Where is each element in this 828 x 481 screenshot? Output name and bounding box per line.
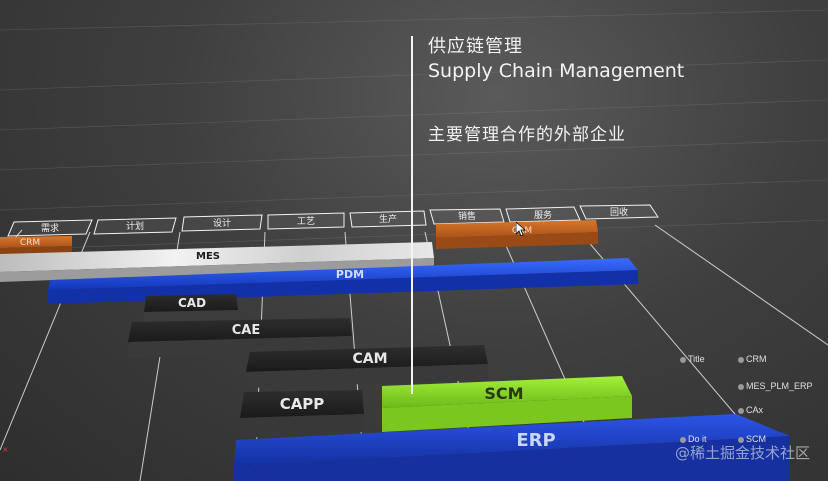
legend-dot-icon [680,356,686,363]
bar-pdm-label: PDM [336,268,364,281]
stage-label: 计划 [126,220,144,232]
bar-capp-label: CAPP [280,395,325,413]
bar-cam[interactable]: CAM [246,345,488,388]
stage-label: 需求 [41,222,59,234]
bar-cam-label: CAM [352,351,387,367]
legend-dot-icon [738,407,744,414]
stage-tiles [7,204,659,237]
legend-dot-icon [738,383,744,390]
bar-mes-label: MES [196,251,220,262]
stage-label: 销售 [458,210,476,222]
overlay-title-cn: 供应链管理 [428,36,523,57]
legend-label: SCM [746,434,766,444]
legend-item-cax[interactable]: CAx [738,405,763,415]
legend-label: CRM [746,354,767,364]
bar-crm-label: CRM [20,238,40,248]
bar-mes[interactable]: MES [0,242,434,282]
bar-capp[interactable]: CAPP [240,390,364,438]
legend-item-scm[interactable]: SCM [738,434,766,444]
stage-label: 回收 [610,206,628,218]
legend-dot-icon [738,356,744,363]
bar-erp[interactable]: ERP [234,414,790,481]
stage-label: 生产 [379,213,397,225]
overlay-description: 主要管理合作的外部企业 [428,125,626,145]
legend-item-mes-plm-erp[interactable]: MES_PLM_ERP [738,381,813,391]
bar-scm[interactable]: SCM [382,376,632,432]
overlay-title-en: Supply Chain Management [428,60,685,82]
bar-cae-label: CAE [232,323,260,338]
legend-label: CAx [746,405,764,415]
legend-label: MES_PLM_ERP [746,381,813,391]
mouse-cursor-icon [516,222,526,236]
stage-label: 服务 [534,209,552,221]
legend-label: Do it [688,434,707,444]
legend-dot-icon [738,436,744,443]
legend-item-title[interactable]: Title [680,354,705,364]
legend-dot-icon [680,436,686,443]
stage-label: 工艺 [297,216,315,227]
bar-scm-label: SCM [484,384,523,403]
bar-cad-label: CAD [178,296,206,310]
watermark: @稀土掘金技术社区 [674,444,810,462]
bar-erp-label: ERP [516,430,555,451]
bar-crm2-label: CRM [512,226,532,236]
ground-grid [0,9,828,251]
legend-label: Title [688,354,705,364]
pointer-line [411,36,413,394]
legend-item-do-it[interactable]: Do it [680,434,707,444]
axis-marker-icon: × [2,445,9,454]
stage-tile-labels: 需求 计划 设计 工艺 生产 销售 服务 回收 [41,206,628,234]
stage-label: 设计 [213,217,231,229]
legend-item-crm[interactable]: CRM [738,354,767,364]
